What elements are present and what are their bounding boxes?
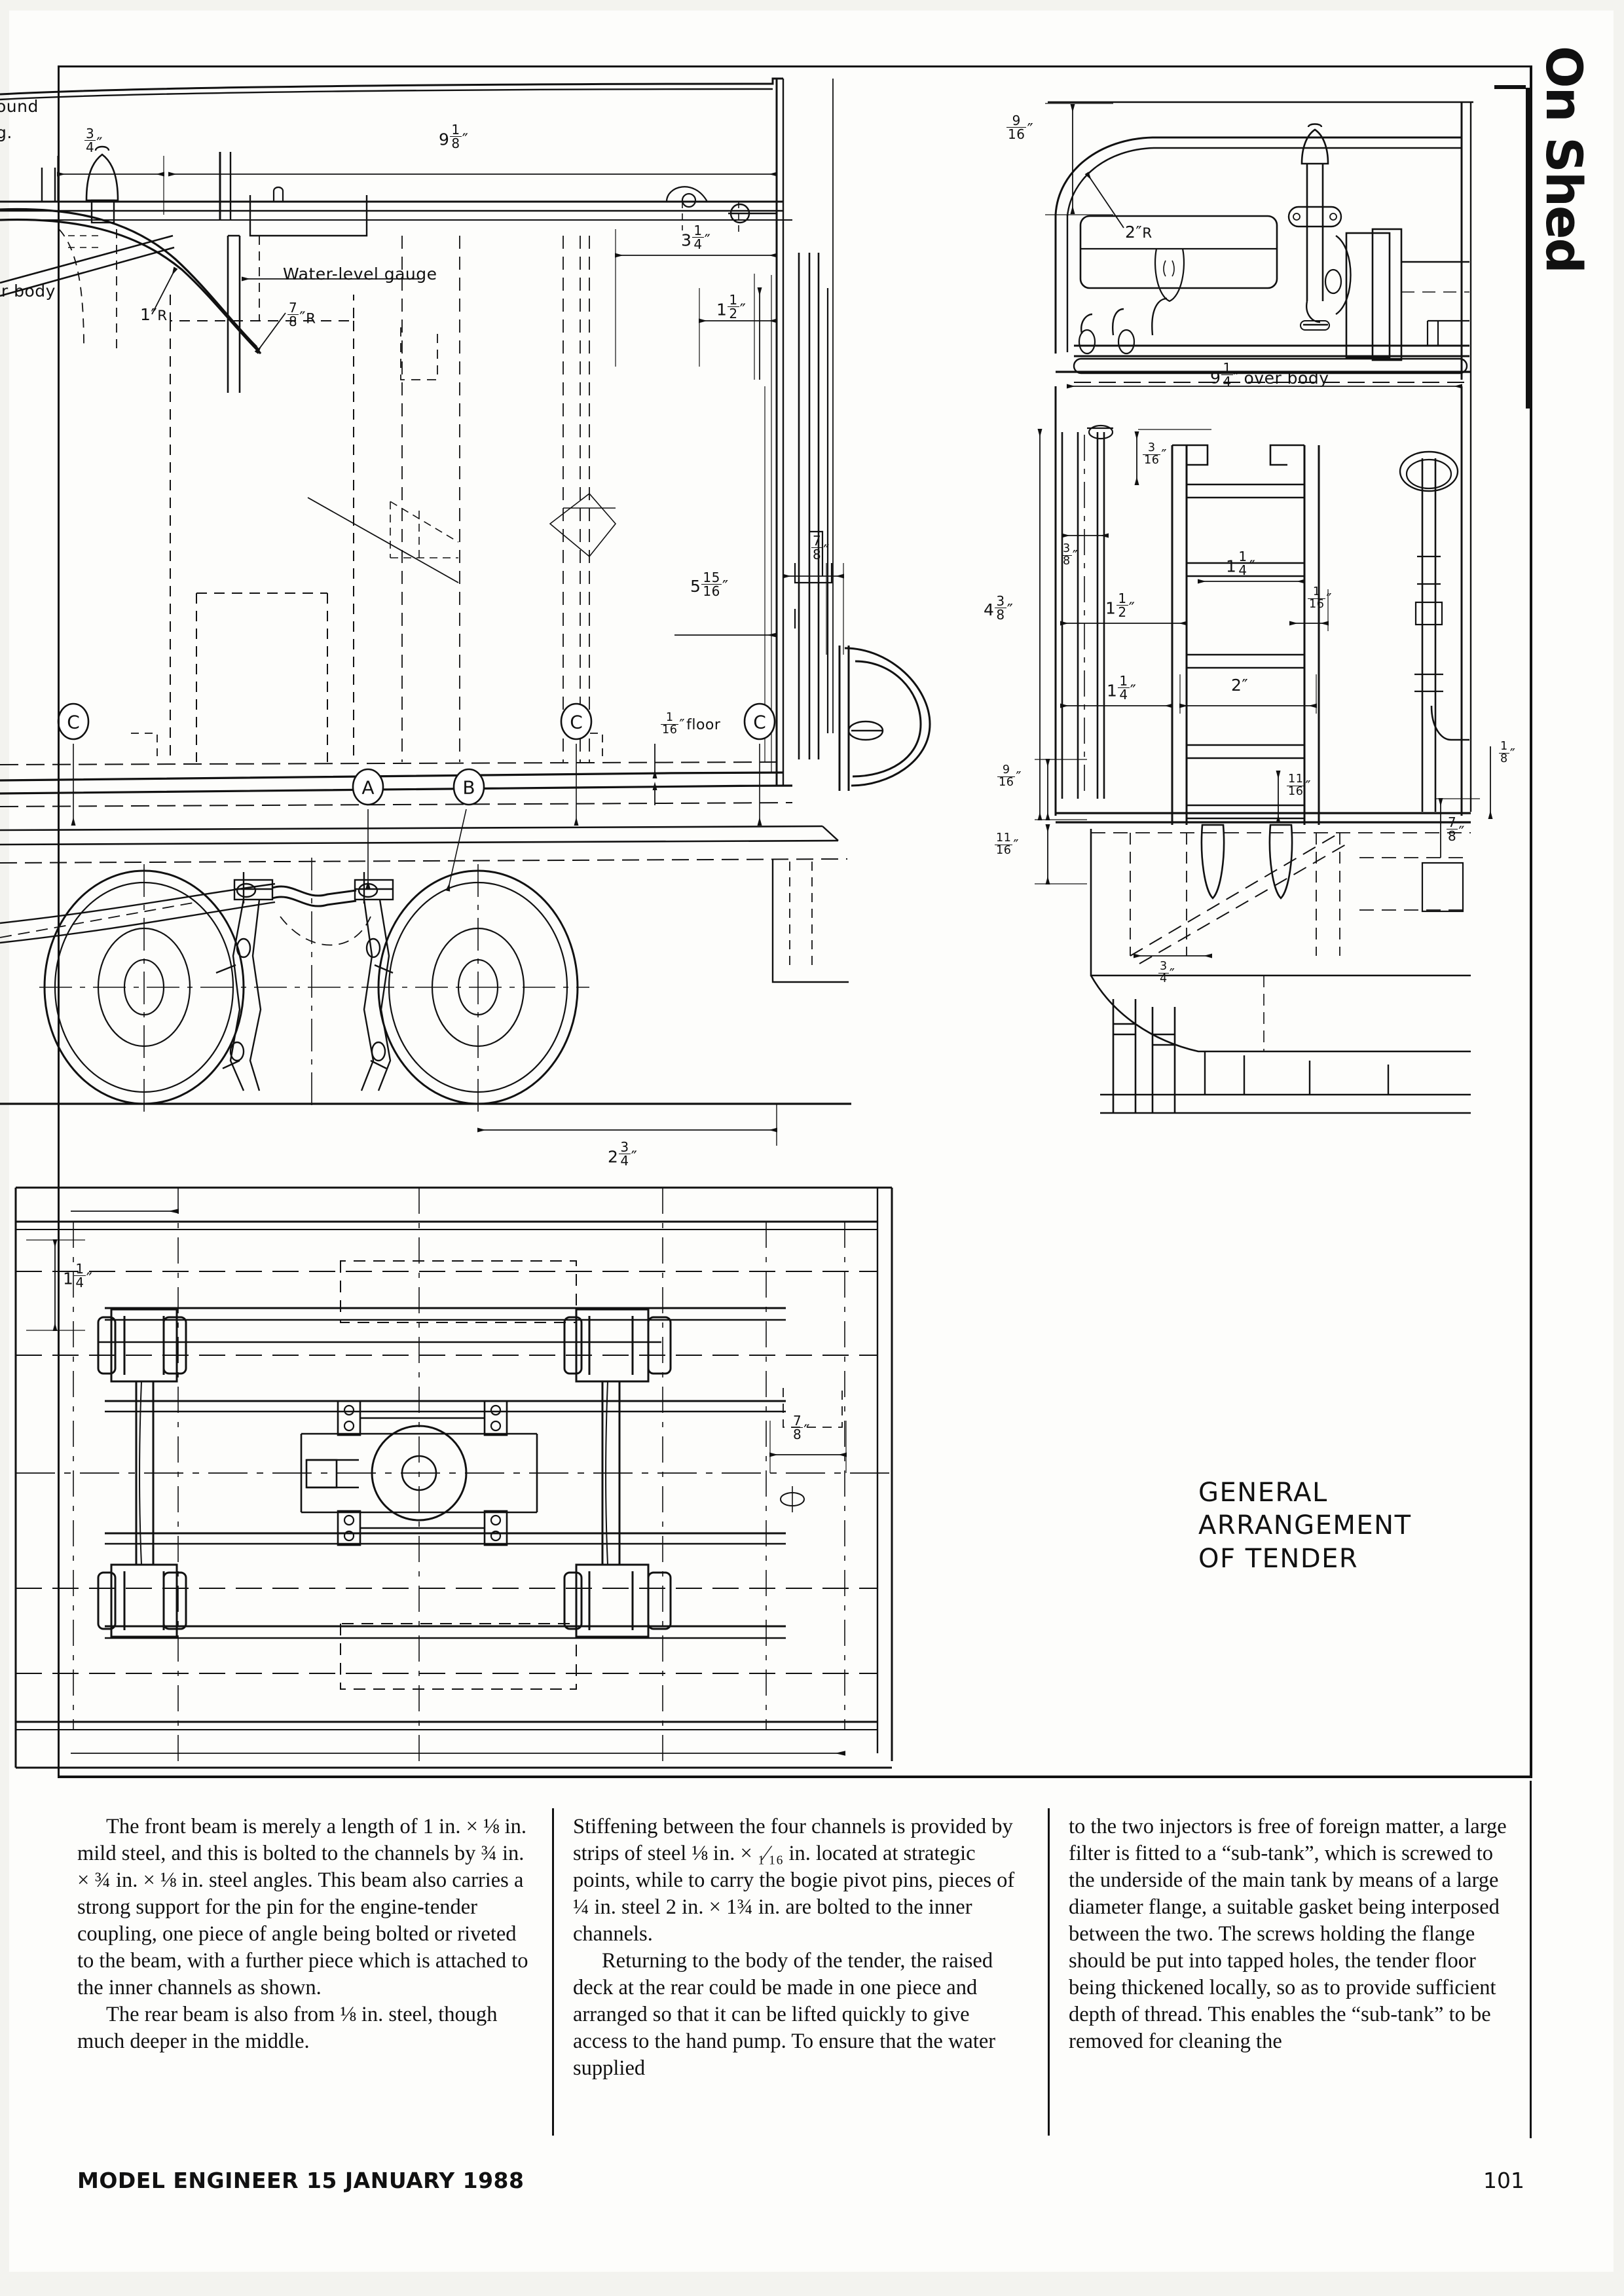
scan-edge-left bbox=[0, 0, 9, 2296]
water-level-gauge-label: Water-level gauge bbox=[283, 264, 437, 283]
paragraph: The front beam is merely a length of 1 i… bbox=[77, 1815, 528, 1999]
section-mark-c1: C bbox=[67, 712, 80, 733]
running-head-rule bbox=[1526, 88, 1532, 409]
caption-line-3: OF TENDER bbox=[1198, 1543, 1359, 1574]
running-head-label: On Shed bbox=[1535, 46, 1593, 272]
caption-line-1: GENERAL bbox=[1198, 1478, 1328, 1508]
dim-2-r: 2″R bbox=[1125, 223, 1153, 242]
drawing-caption: GENERAL ARRANGEMENT OF TENDER bbox=[1198, 1476, 1412, 1575]
footer-publication: MODEL ENGINEER 15 JANUARY 1988 bbox=[77, 2167, 525, 2193]
technical-drawing: C C C A B ound g. er body 34″ 918″ Water… bbox=[0, 39, 1516, 1781]
dim-2-in: 2″ bbox=[1231, 676, 1249, 695]
page-right-rule bbox=[1530, 1781, 1532, 2138]
body-column-1: The front beam is merely a length of 1 i… bbox=[77, 1813, 532, 2134]
paragraph: Returning to the body of the tender, the… bbox=[573, 1949, 996, 2080]
column-divider-2 bbox=[1048, 1808, 1050, 2136]
drawing-bottom-rule bbox=[58, 1776, 1532, 1778]
section-mark-b: B bbox=[462, 777, 475, 799]
paragraph: to the two injectors is free of foreign … bbox=[1069, 1815, 1507, 2053]
drawing-left-rule bbox=[58, 65, 60, 1778]
scan-edge-bottom bbox=[0, 2272, 1624, 2296]
section-mark-a: A bbox=[361, 777, 374, 799]
paragraph: Stiffening between the four channels is … bbox=[573, 1815, 1015, 1946]
clipped-label-ound: ound bbox=[0, 97, 39, 116]
clipped-label-g: g. bbox=[0, 123, 12, 142]
drawing-right-rule bbox=[1530, 65, 1532, 1778]
section-mark-c3: C bbox=[753, 712, 766, 733]
drawing-top-rule bbox=[58, 65, 1532, 67]
article-body: The front beam is merely a length of 1 i… bbox=[77, 1813, 1524, 2134]
page-footer: MODEL ENGINEER 15 JANUARY 1988 101 bbox=[77, 2160, 1524, 2200]
scan-edge-top bbox=[0, 0, 1624, 10]
over-body-note: over body bbox=[1244, 368, 1329, 388]
tender-general-arrangement-svg: C C C A B bbox=[0, 77, 1493, 1769]
body-column-2: Stiffening between the four channels is … bbox=[573, 1813, 1028, 2134]
floor-note: floor bbox=[686, 717, 721, 734]
clipped-label-over-body: er body bbox=[0, 282, 56, 301]
running-head: On Shed bbox=[1494, 46, 1611, 412]
scan-edge-right bbox=[1614, 0, 1624, 2296]
paragraph: The rear beam is also from ⅛ in. steel, … bbox=[77, 2003, 498, 2053]
page-number: 101 bbox=[1483, 2167, 1524, 2193]
section-mark-c2: C bbox=[570, 712, 583, 733]
running-head-hook bbox=[1494, 85, 1526, 89]
column-divider-1 bbox=[552, 1808, 554, 2136]
dim-1-r: 1″R bbox=[140, 305, 168, 324]
body-column-3: to the two injectors is free of foreign … bbox=[1069, 1813, 1524, 2134]
caption-line-2: ARRANGEMENT bbox=[1198, 1510, 1412, 1541]
